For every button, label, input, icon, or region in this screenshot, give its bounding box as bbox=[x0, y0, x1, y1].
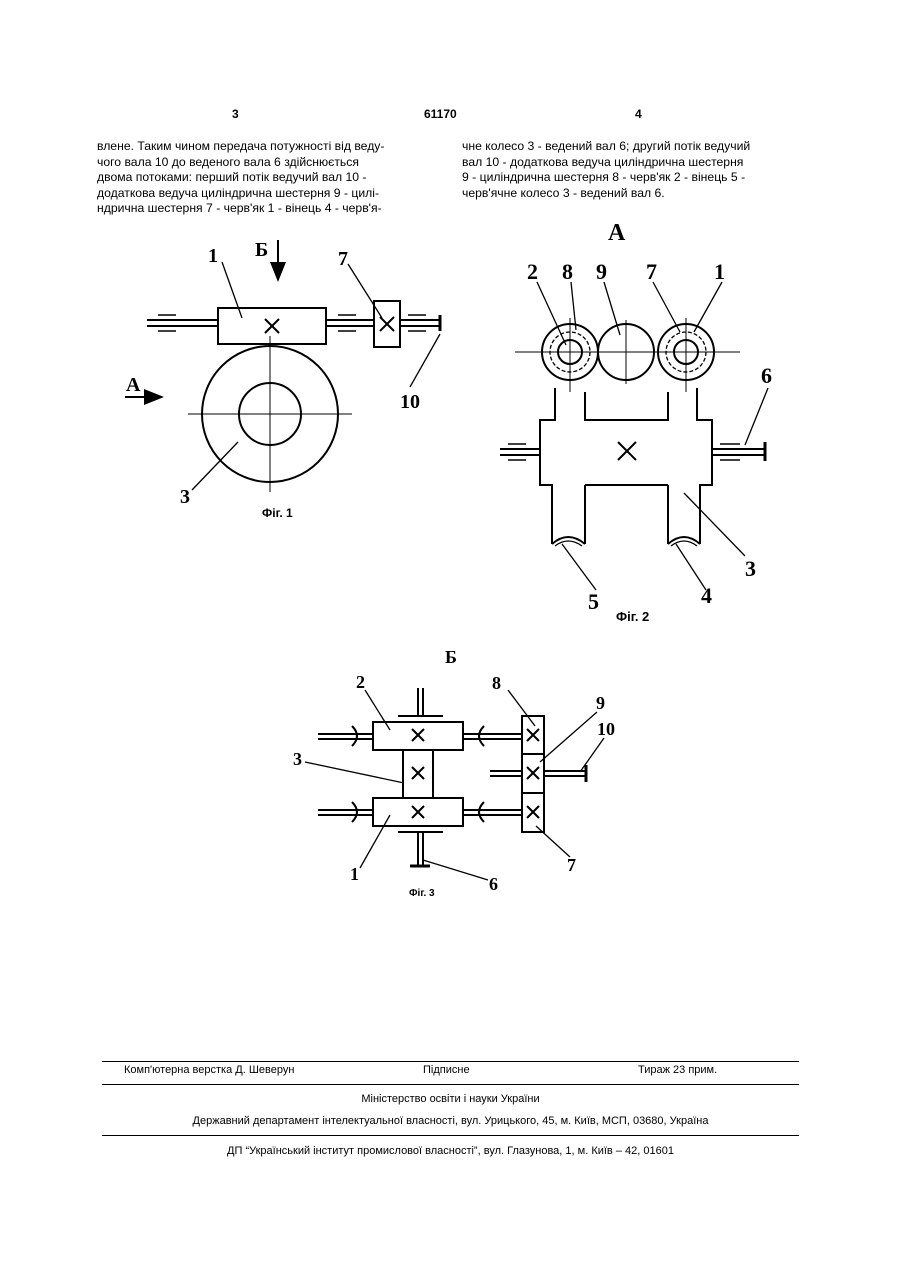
fig3-label-7: 7 bbox=[567, 855, 576, 875]
footer-rule-top bbox=[102, 1061, 799, 1062]
fig2-label-8: 8 bbox=[562, 259, 573, 284]
fig3-label-3: 3 bbox=[293, 749, 302, 769]
fig1-label-3: 3 bbox=[180, 486, 190, 508]
fig2-drawing bbox=[500, 282, 768, 590]
fig2-label-1: 1 bbox=[714, 259, 725, 284]
fig2-label-title: А bbox=[608, 220, 626, 246]
fig2-label-6: 6 bbox=[761, 363, 772, 388]
fig3-label-8: 8 bbox=[492, 673, 501, 693]
fig2-label-2: 2 bbox=[527, 259, 538, 284]
footer-institute: ДП “Український інститут промислової вла… bbox=[102, 1145, 799, 1157]
footer-rule-bottom bbox=[102, 1135, 799, 1136]
footer-signed: Підписне bbox=[423, 1064, 470, 1076]
footer-typesetting: Комп'ютерна верстка Д. Шеверун bbox=[124, 1064, 294, 1076]
fig1-label-1: 1 bbox=[208, 245, 218, 267]
fig1-label-view-b: Б bbox=[255, 239, 268, 261]
fig3-label-6: 6 bbox=[489, 874, 498, 894]
fig2-label-7: 7 bbox=[646, 259, 657, 284]
fig1-caption: Фіг. 1 bbox=[262, 506, 293, 520]
fig1-label-10: 10 bbox=[400, 391, 420, 413]
fig1-label-view-a: А bbox=[126, 374, 141, 396]
footer-department: Державний департамент інтелектуальної вл… bbox=[102, 1115, 799, 1127]
fig2-label-9: 9 bbox=[596, 259, 607, 284]
footer-rule-middle bbox=[102, 1084, 799, 1085]
fig3-label-1: 1 bbox=[350, 864, 359, 884]
fig2-caption: Фіг. 2 bbox=[616, 609, 649, 624]
fig3-label-title: Б bbox=[445, 647, 457, 667]
fig3-caption: Фіг. 3 bbox=[409, 888, 435, 899]
fig3-label-2: 2 bbox=[356, 672, 365, 692]
fig1-drawing bbox=[125, 240, 440, 492]
fig2-label-4: 4 bbox=[701, 583, 712, 608]
footer-info-row: Комп'ютерна верстка Д. Шеверун Підписне … bbox=[102, 1064, 799, 1078]
fig1-label-7: 7 bbox=[338, 248, 348, 270]
footer-ministry: Міністерство освіти і науки України bbox=[102, 1093, 799, 1105]
fig3-drawing bbox=[305, 688, 604, 880]
fig2-label-5: 5 bbox=[588, 589, 599, 614]
fig3-label-9: 9 bbox=[596, 693, 605, 713]
fig3-label-10: 10 bbox=[597, 719, 615, 739]
footer-circulation: Тираж 23 прим. bbox=[638, 1064, 717, 1076]
fig2-label-3: 3 bbox=[745, 556, 756, 581]
